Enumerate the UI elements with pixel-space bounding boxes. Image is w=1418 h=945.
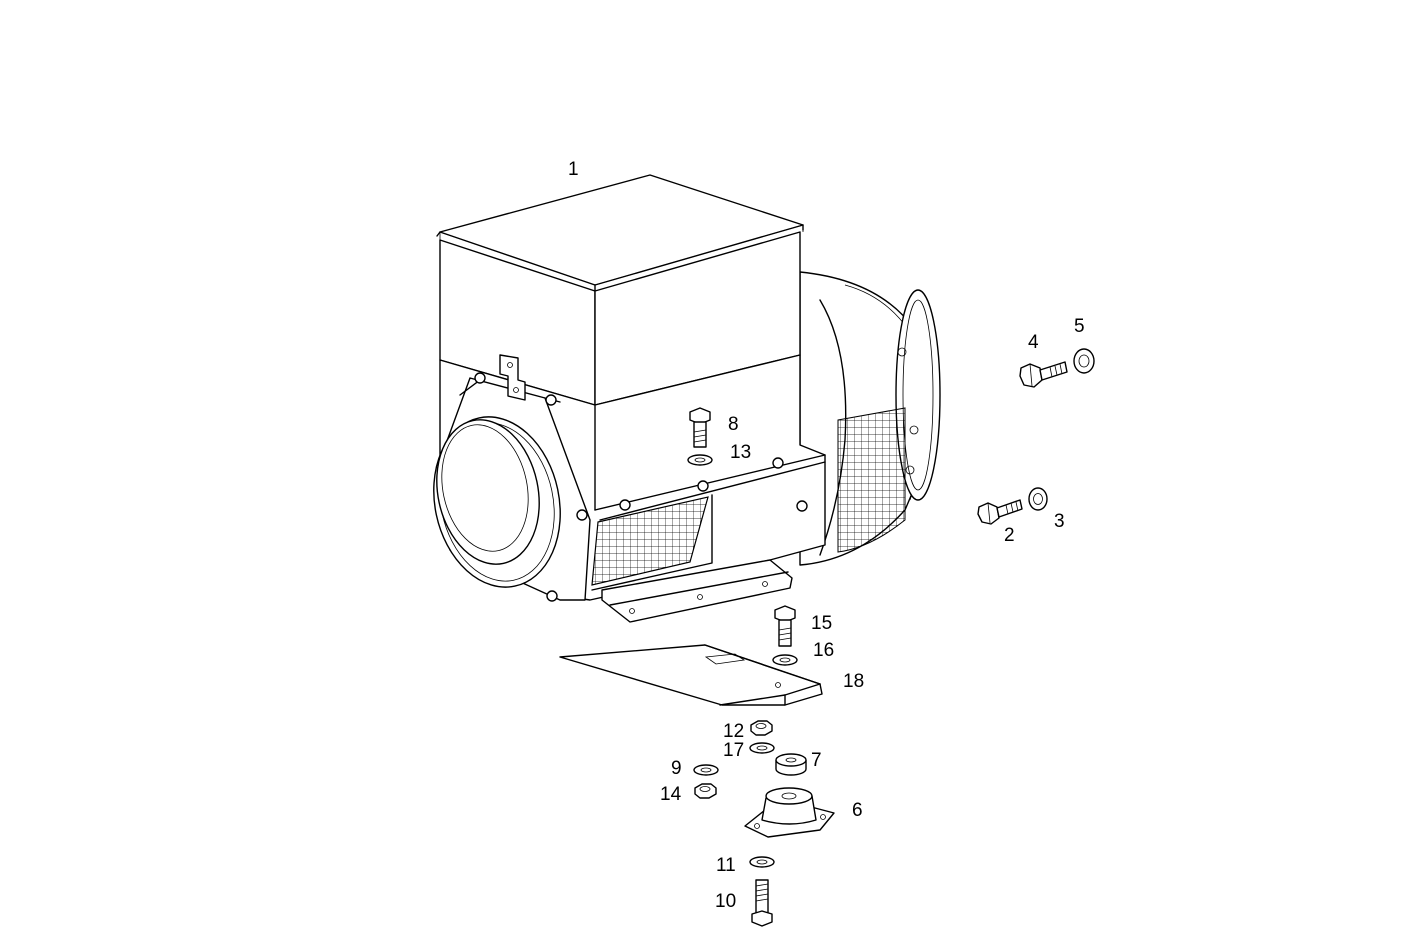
nut-part-14 bbox=[694, 783, 717, 799]
bolt-part-8 bbox=[689, 407, 711, 448]
washer-part-16 bbox=[772, 654, 798, 666]
washer-part-17 bbox=[749, 742, 775, 754]
washer-part-3 bbox=[1028, 487, 1048, 511]
label-16: 16 bbox=[813, 640, 834, 661]
label-8: 8 bbox=[728, 414, 739, 435]
label-14: 14 bbox=[660, 784, 682, 805]
label-7: 7 bbox=[811, 750, 822, 771]
label-12: 12 bbox=[723, 721, 744, 742]
label-1: 1 bbox=[568, 159, 579, 180]
callout-labels: 1 2 3 4 5 6 7 8 9 10 11 12 13 14 15 16 1… bbox=[568, 159, 1085, 912]
vibration-mount-part-6 bbox=[744, 787, 835, 838]
bolt-part-15 bbox=[774, 605, 796, 647]
bolt-part-10 bbox=[751, 879, 773, 927]
nut-part-12 bbox=[750, 720, 773, 736]
washer-part-11 bbox=[749, 856, 775, 868]
label-5: 5 bbox=[1074, 316, 1085, 337]
label-10: 10 bbox=[715, 891, 736, 912]
label-3: 3 bbox=[1054, 511, 1065, 532]
spacer-part-7 bbox=[775, 753, 807, 776]
bolt-part-4 bbox=[1019, 361, 1068, 388]
label-6: 6 bbox=[852, 800, 863, 821]
label-4: 4 bbox=[1028, 332, 1039, 353]
label-13: 13 bbox=[730, 442, 751, 463]
washer-part-9 bbox=[693, 764, 719, 776]
label-9: 9 bbox=[671, 758, 682, 779]
label-17: 17 bbox=[723, 740, 744, 761]
base-rail-part-18 bbox=[559, 644, 823, 706]
generator-assembly bbox=[433, 174, 941, 623]
washer-part-13 bbox=[687, 454, 713, 466]
label-11: 11 bbox=[716, 855, 736, 876]
bolt-part-2 bbox=[977, 499, 1023, 525]
label-15: 15 bbox=[811, 613, 832, 634]
washer-part-5 bbox=[1073, 348, 1095, 374]
label-18: 18 bbox=[843, 671, 864, 692]
label-2: 2 bbox=[1004, 525, 1015, 546]
